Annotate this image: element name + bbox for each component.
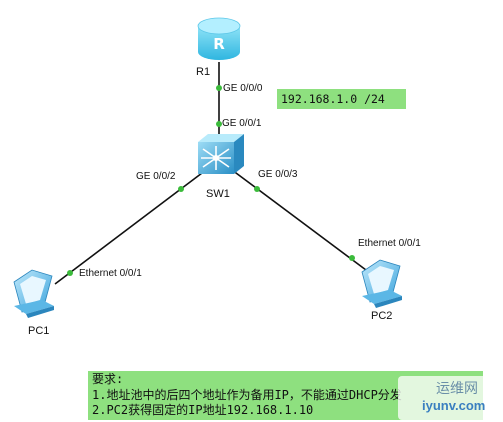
- requirements-title: 要求:: [92, 372, 124, 386]
- link-sw1-pc1: [54, 169, 207, 285]
- port-label-sw1-pc2: GE 0/0/3: [258, 169, 298, 180]
- port-label-sw1-up: GE 0/0/1: [222, 118, 262, 129]
- port-label-pc2: Ethernet 0/0/1: [358, 238, 421, 249]
- requirement-line-1: 1.地址池中的后四个地址作为备用IP，不能通过DHCP分发: [92, 387, 402, 402]
- port-dot-sw1-pc1: [178, 186, 184, 192]
- switch-icon[interactable]: [198, 134, 244, 174]
- requirement-line-2: 2.PC2获得固定的IP地址192.168.1.10: [92, 403, 314, 417]
- pc2-name: PC2: [371, 310, 393, 322]
- pc1-name: PC1: [28, 325, 50, 337]
- router-icon[interactable]: R: [197, 17, 241, 60]
- port-dot-sw1-up: [216, 121, 222, 127]
- port-label-pc1: Ethernet 0/0/1: [79, 268, 142, 279]
- port-label-r1: GE 0/0/0: [223, 83, 263, 94]
- switch-name: SW1: [206, 188, 230, 200]
- network-label: 192.168.1.0 /24: [277, 89, 406, 109]
- link-sw1-pc2: [231, 169, 367, 271]
- port-dot-r1: [216, 85, 222, 91]
- watermark-en: iyunv.com: [422, 398, 486, 413]
- svg-text:R: R: [213, 35, 225, 53]
- port-dot-pc1: [67, 270, 73, 276]
- pc1-icon[interactable]: [13, 269, 54, 318]
- watermark: 运维网 iyunv.com: [398, 376, 498, 420]
- watermark-cn: 运维网: [436, 380, 478, 396]
- pc2-icon[interactable]: [361, 259, 402, 308]
- port-dot-sw1-pc2: [254, 186, 260, 192]
- router-name: R1: [196, 66, 211, 78]
- port-label-sw1-pc1: GE 0/0/2: [136, 171, 176, 182]
- port-dot-pc2: [349, 255, 355, 261]
